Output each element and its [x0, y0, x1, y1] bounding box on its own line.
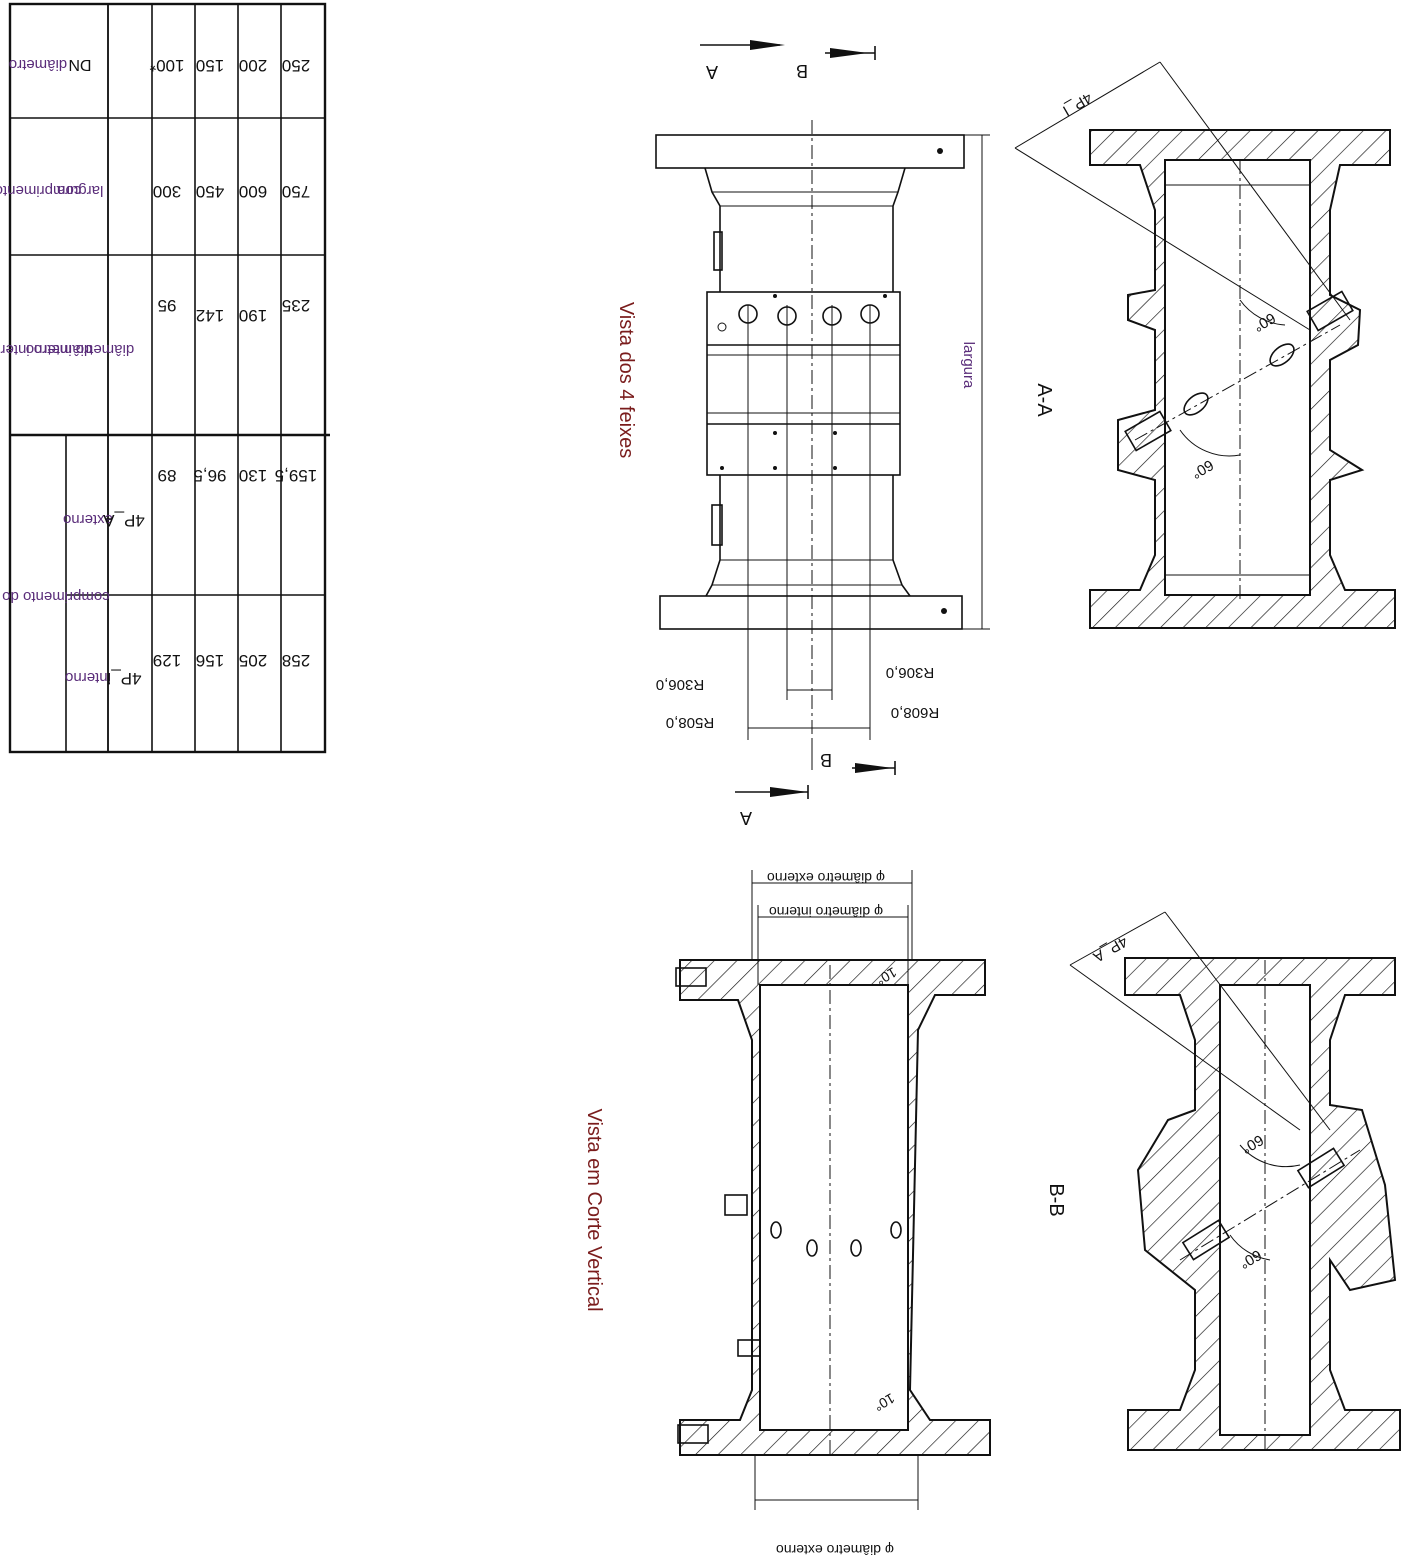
section-a-a: A-A 4P_I 60° 60°	[1014, 61, 1396, 629]
table-cell: 450	[196, 182, 224, 201]
arrow-b-top: B	[796, 61, 808, 81]
subheader-internal: interno	[65, 669, 111, 686]
subheader-inner-diameter: diâmetro interno	[26, 341, 134, 358]
table-cell: 100*	[149, 56, 184, 75]
table-cell: 156	[196, 651, 224, 670]
table-cell: 89	[158, 466, 177, 485]
table-cell: 95	[158, 296, 177, 315]
section-a-a-label: A-A	[1033, 383, 1055, 417]
table-cell: 159,5	[275, 466, 318, 485]
table-cell: 250	[282, 56, 310, 75]
table-cell: 4P_I	[107, 669, 142, 688]
r306-label-right: R306,0	[886, 664, 934, 681]
subheader-width: largura	[56, 182, 103, 199]
table-cell: 200	[239, 56, 267, 75]
table-cell: 96,5	[193, 466, 226, 485]
table-cell: 130	[239, 466, 267, 485]
vertical-section-title: Vista em Corte Vertical	[583, 1108, 605, 1311]
table-cell: 205	[239, 651, 267, 670]
arrow-b-bottom: B	[820, 750, 832, 770]
arrow-a-bottom: A	[740, 808, 752, 828]
table-cell: 4P_A	[103, 511, 145, 530]
r608-label: R608,0	[891, 704, 939, 721]
header-beam-length: comprimento do feixe	[0, 588, 110, 605]
section-b-b: B-B 4P_A 60° 60°	[1045, 911, 1401, 1451]
subheader-dn: DN	[68, 56, 91, 73]
table-cell: 150	[196, 56, 224, 75]
width-label: largura	[960, 342, 977, 389]
table-cell: 190	[239, 306, 267, 325]
section-b-b-label: B-B	[1045, 1183, 1067, 1216]
header-length: comprimento	[0, 182, 81, 199]
r508-label: R508,0	[666, 714, 714, 731]
r306-label-left: R306,0	[656, 676, 704, 693]
four-beams-view: Vista dos 4 feixes	[615, 40, 990, 828]
table-cell: 258	[282, 651, 310, 670]
four-beams-title: Vista dos 4 feixes	[615, 302, 637, 458]
header-diameter: diâmetro	[9, 56, 67, 73]
table-cell: 235	[282, 296, 310, 315]
table-cell: 600	[239, 182, 267, 201]
arrow-a-top: A	[706, 62, 718, 82]
diam-int-label: φ diâmetro interno	[769, 904, 883, 920]
table-cell: 300	[153, 182, 181, 201]
diam-ext-label-bottom: φ diâmetro externo	[776, 1542, 894, 1557]
diam-ext-label-top: φ diâmetro externo	[767, 870, 885, 886]
dim-4pi-label: 4P_I	[1060, 89, 1095, 119]
table-cell: 750	[282, 182, 310, 201]
table-cell: 142	[196, 306, 224, 325]
header-inner-diameter: diâmetro interno	[0, 341, 92, 358]
table-cell: 129	[153, 651, 181, 670]
subheader-external: externo	[63, 511, 113, 528]
dimension-table: diâmetro comprimento diâmetro interno co…	[0, 2, 330, 754]
vertical-section-view: Vista em Corte Vertical φ diâmetro exter…	[583, 870, 991, 1557]
